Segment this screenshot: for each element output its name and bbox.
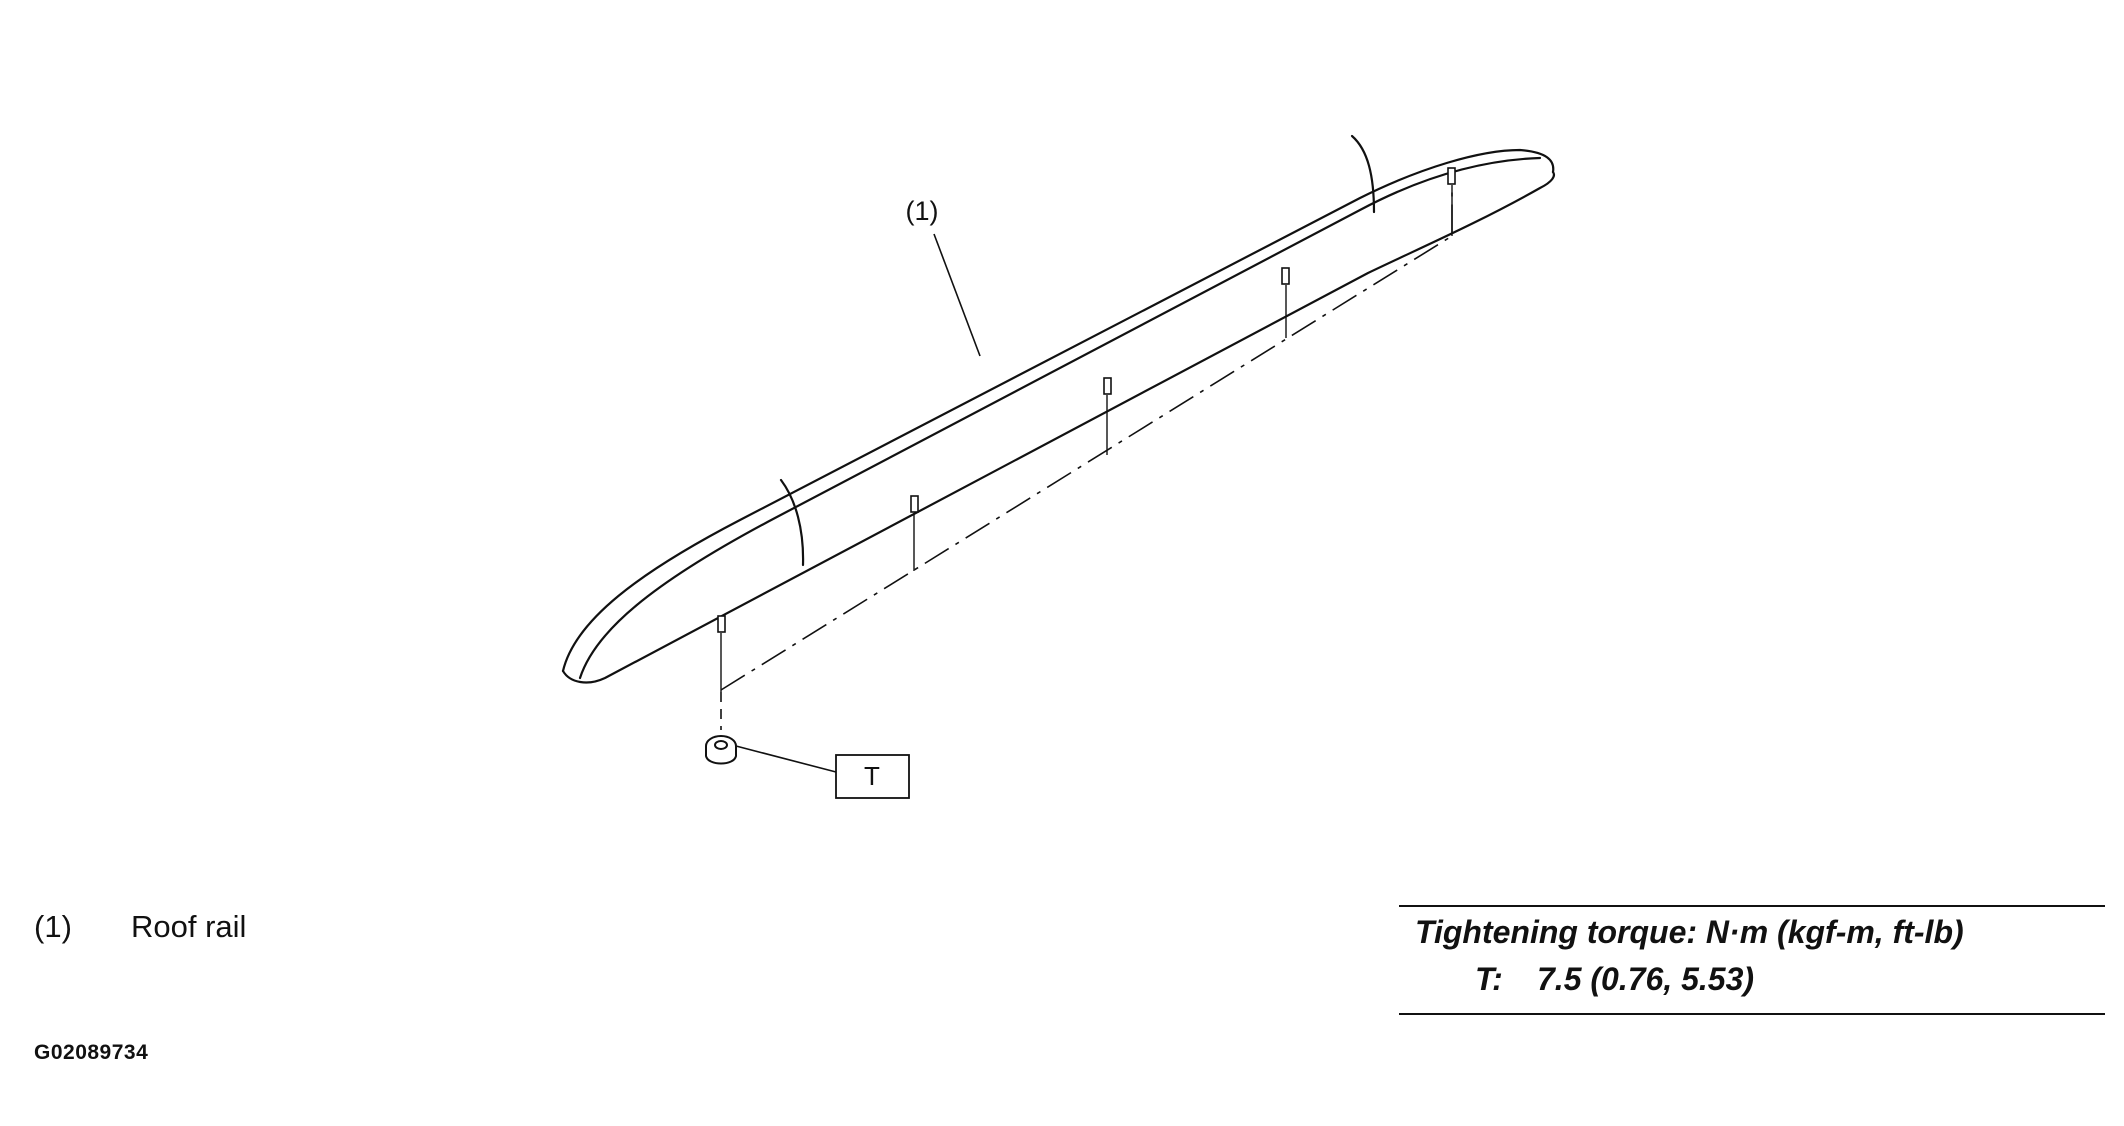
rail-bottom-edge bbox=[561, 170, 1556, 684]
figure-code: G02089734 bbox=[34, 1041, 149, 1064]
torque-code-box bbox=[835, 754, 910, 799]
nut-leader-line bbox=[735, 745, 837, 773]
stud-1 bbox=[717, 615, 726, 633]
roof-rail-part bbox=[561, 134, 1556, 684]
callout-leader-line bbox=[933, 233, 981, 357]
stud-4 bbox=[1281, 267, 1290, 285]
torque-table: Tightening torque: N·m (kgf-m, ft-lb) T:… bbox=[1399, 905, 2105, 1015]
legend-part-name: Roof rail bbox=[131, 909, 247, 944]
assembly-center-line bbox=[720, 185, 1453, 691]
nut-part bbox=[705, 735, 737, 765]
torque-value-row: T: 7.5 (0.76, 5.53) bbox=[1475, 961, 1754, 998]
torque-table-bottom-rule bbox=[1399, 1013, 2105, 1015]
torque-code-box-label: T bbox=[864, 761, 880, 791]
stud-drop-lines bbox=[720, 185, 1453, 692]
torque-code: T: bbox=[1475, 961, 1503, 997]
legend-number: (1) bbox=[34, 909, 72, 944]
callout-number: (1) bbox=[906, 196, 939, 226]
stud-2 bbox=[910, 495, 919, 513]
stud-5 bbox=[1447, 167, 1456, 185]
mounting-studs bbox=[717, 167, 1456, 633]
stud-3 bbox=[1103, 377, 1112, 395]
torque-table-top-rule bbox=[1399, 905, 2105, 907]
rail-top-edge bbox=[561, 148, 1555, 673]
torque-table-heading: Tightening torque: N·m (kgf-m, ft-lb) bbox=[1415, 914, 1964, 950]
rail-front-joint bbox=[779, 478, 805, 567]
parts-legend: (1) Roof rail bbox=[34, 909, 246, 945]
rail-rear-joint bbox=[1350, 134, 1376, 214]
rail-inner-crease bbox=[578, 156, 1542, 680]
torque-value: 7.5 (0.76, 5.53) bbox=[1537, 961, 1755, 997]
